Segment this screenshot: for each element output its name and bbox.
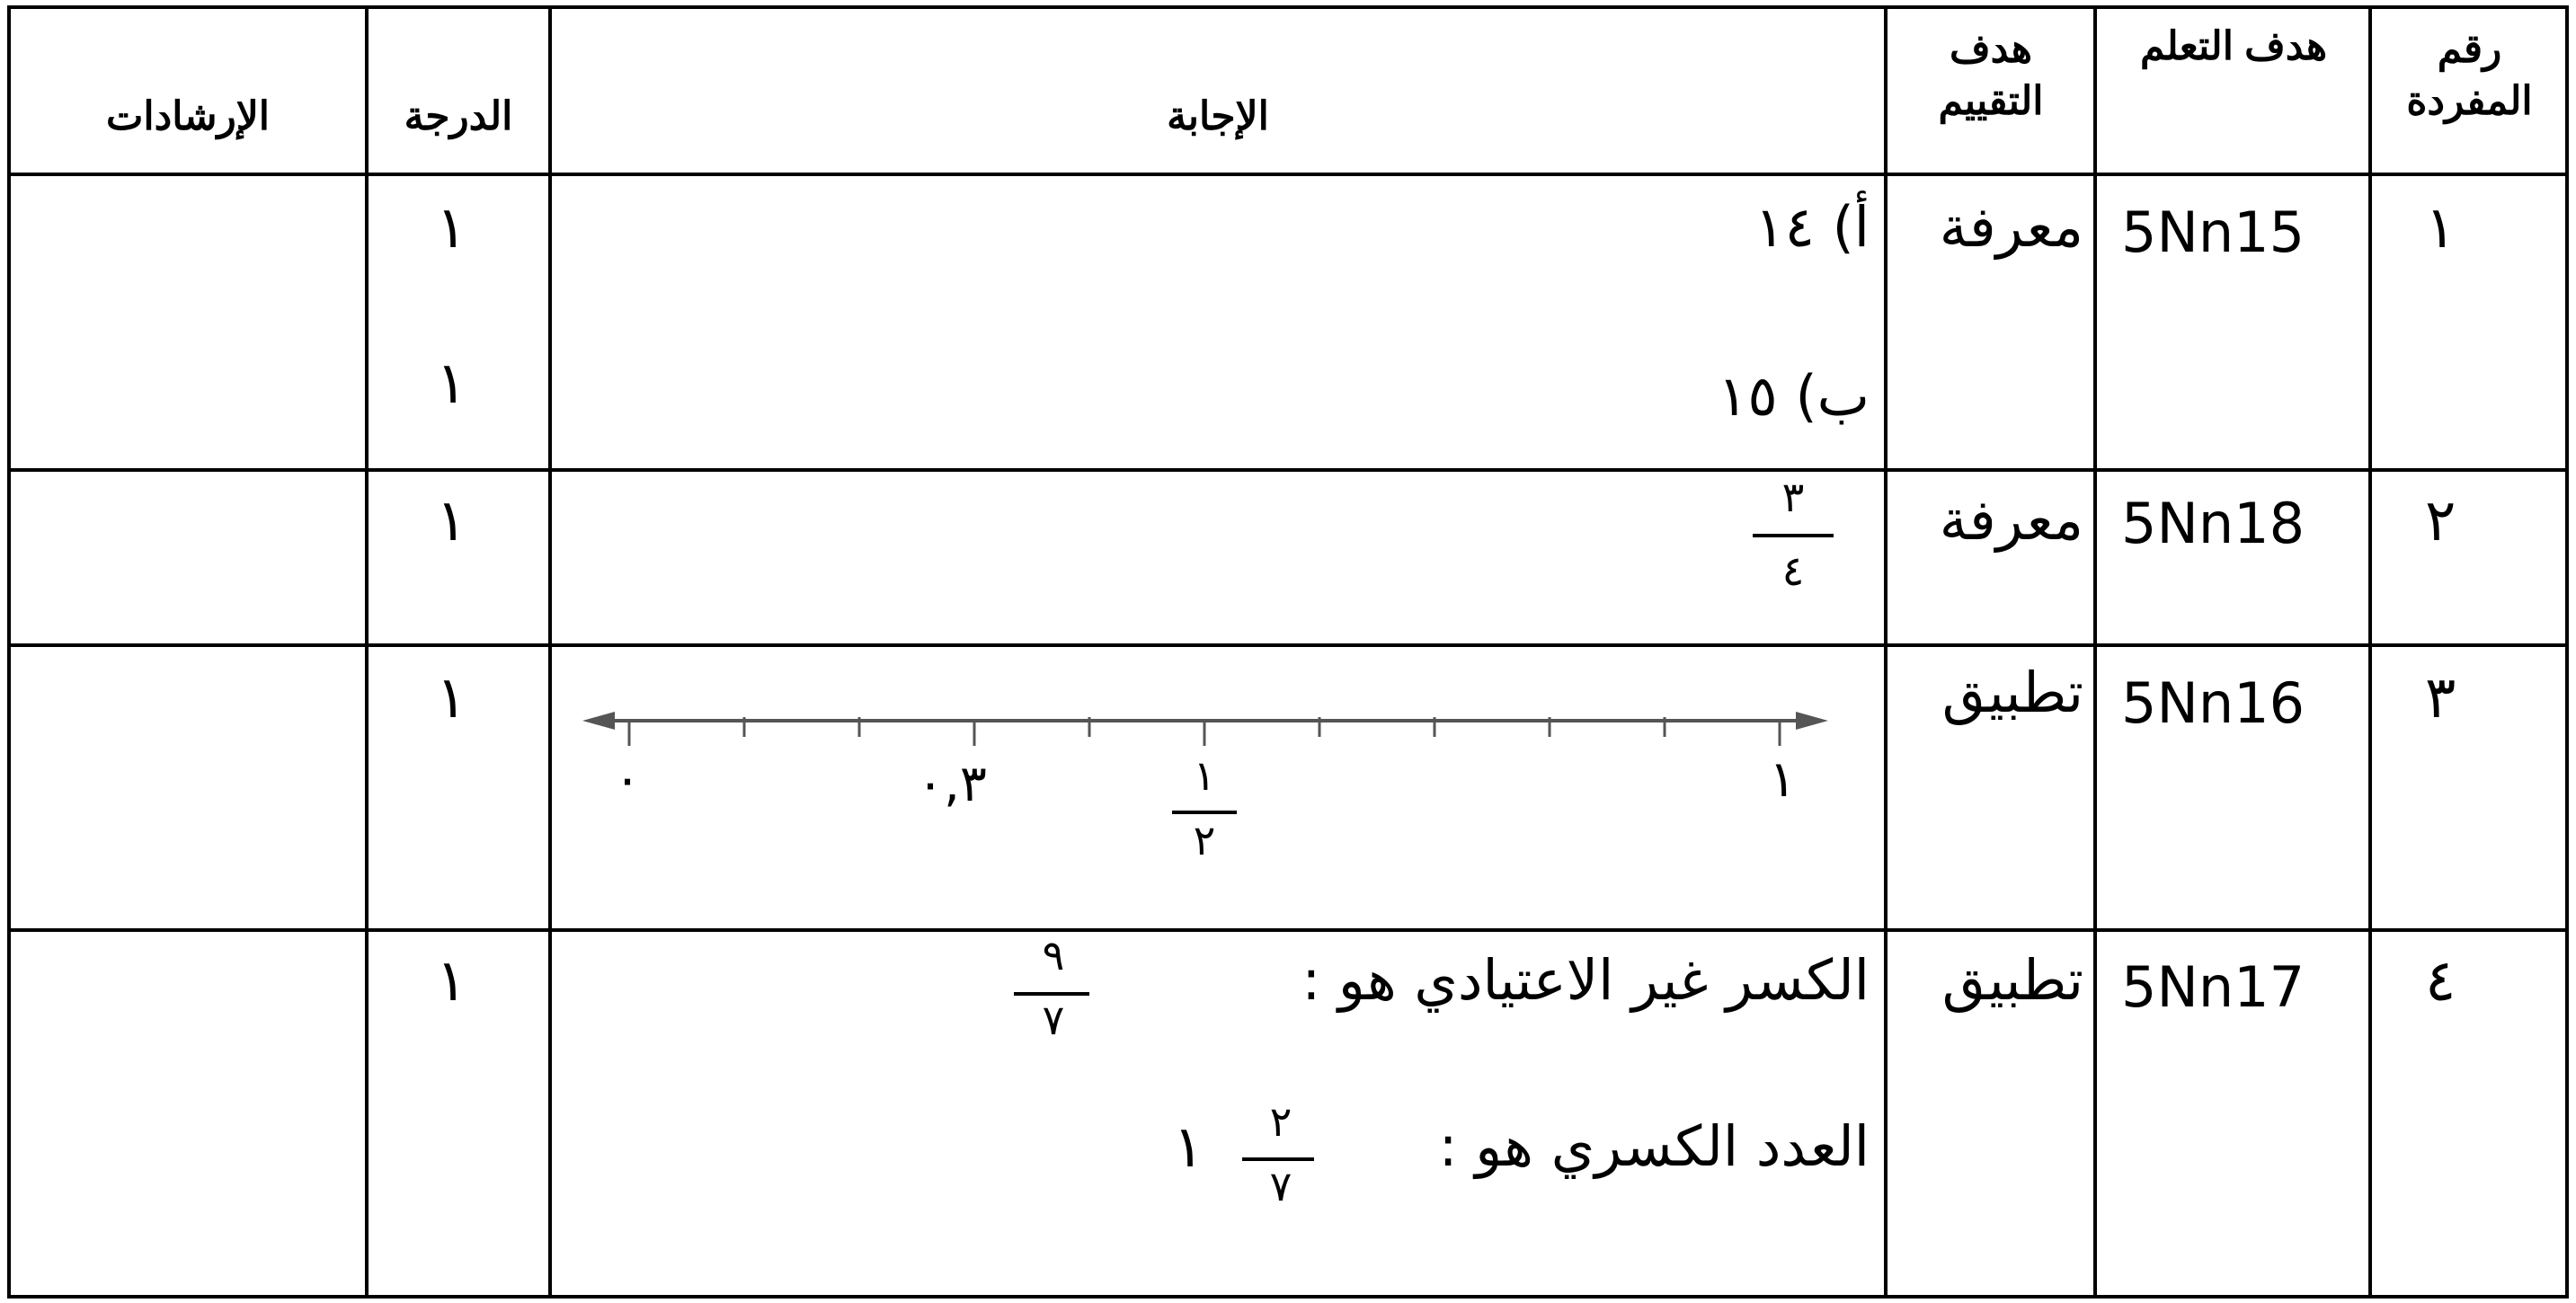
assessment-type: معرفة (1939, 487, 2083, 553)
fraction-numerator: ٢ (1269, 1097, 1292, 1146)
fraction-numerator: ١ (1193, 751, 1216, 800)
header-grade: الدرجة (404, 94, 513, 138)
fraction-numerator: ٣ (1781, 473, 1805, 521)
header-item-number: رقم المفردة (2406, 27, 2533, 123)
number-line-start-label: ٠ (614, 750, 642, 809)
item-number: ٣ (2425, 665, 2456, 731)
fraction-denominator: ٧ (1269, 1162, 1292, 1210)
answer-text: الكسر غير الاعتيادي هو : (1301, 947, 1870, 1013)
arrow-right (1796, 712, 1828, 730)
learning-objective-code: 5Nn17 (2121, 954, 2305, 1020)
fraction-denominator: ٧ (1042, 996, 1065, 1044)
learning-objective-code: 5Nn18 (2121, 491, 2305, 556)
grade-value: ١ (436, 665, 467, 731)
mixed-number-whole: ١ (1173, 1114, 1204, 1181)
fraction-numerator: ٩ (1042, 931, 1065, 979)
item-number: ٢ (2425, 488, 2456, 554)
header-answer: الإجابة (1167, 94, 1269, 138)
fraction-denominator: ٢ (1193, 816, 1216, 864)
answer-text: العدد الكسري هو : (1438, 1113, 1870, 1179)
number-line (582, 712, 1828, 746)
assessment-type: تطبيق (1941, 947, 2083, 1013)
grade-value: ١ (436, 350, 467, 417)
learning-objective-code: 5Nn15 (2121, 199, 2305, 265)
grade-value: ١ (436, 948, 467, 1015)
grade-value: ١ (436, 488, 467, 554)
header-learning-objective: هدف التعلم (2139, 24, 2328, 68)
answer-line: ب) ١٥ (1718, 363, 1870, 429)
answer-line: أ) ١٤ (1754, 194, 1870, 260)
learning-objective-code: 5Nn16 (2121, 670, 2305, 736)
fraction-denominator: ٤ (1781, 546, 1805, 595)
item-number: ١ (2425, 195, 2456, 261)
number-line-end-label: ١ (1769, 750, 1797, 809)
header-instructions: الإرشادات (105, 94, 271, 138)
grade-value: ١ (436, 195, 467, 261)
assessment-type: معرفة (1939, 194, 2083, 260)
item-number: ٤ (2425, 948, 2456, 1015)
table-border (7, 5, 2569, 1299)
arrow-left (582, 712, 615, 730)
number-line-decimal-label: ٠,٣ (917, 755, 987, 813)
assessment-type: تطبيق (1941, 660, 2083, 725)
header-assessment-objective: هدف التقييم (1938, 27, 2044, 123)
